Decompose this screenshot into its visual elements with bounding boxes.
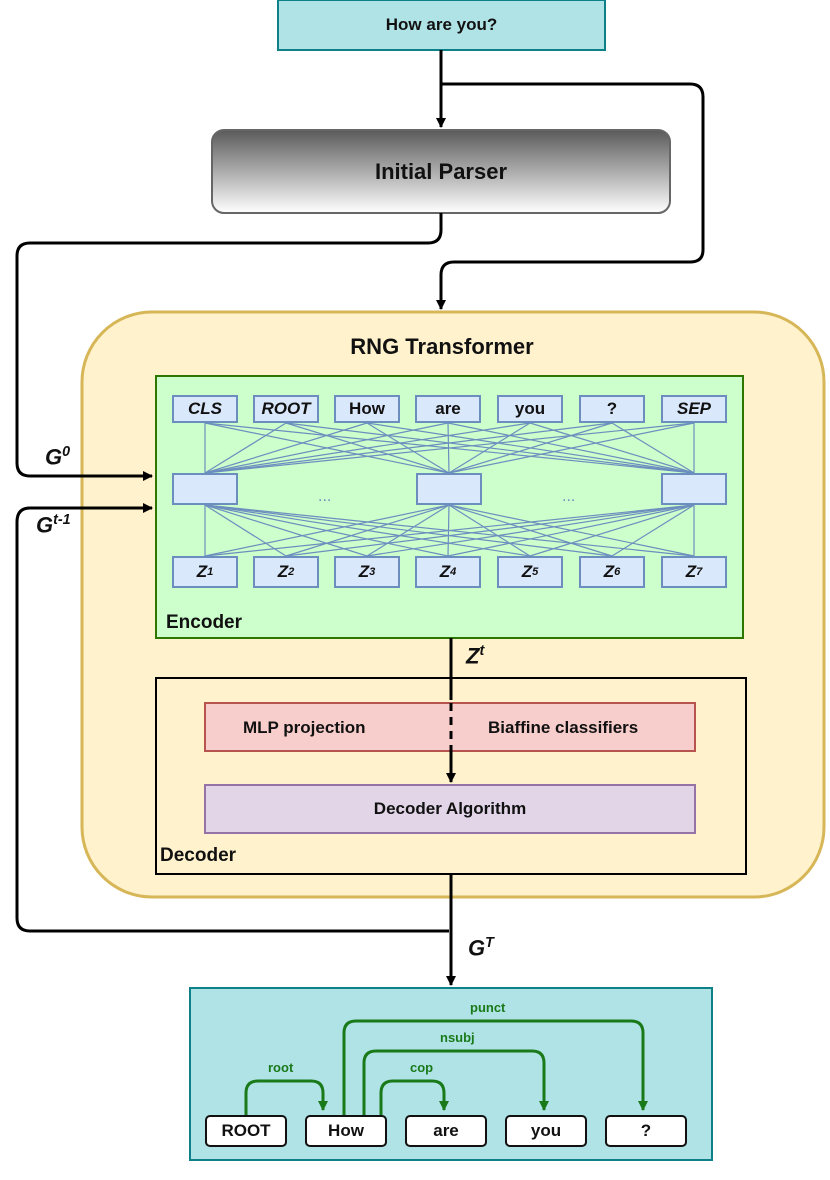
dependency-arcs bbox=[244, 1019, 648, 1115]
rng-title: RNG Transformer bbox=[350, 334, 534, 359]
label-zt-sup: t bbox=[479, 643, 485, 659]
arc-nsubj bbox=[362, 1049, 549, 1115]
encoder-label: Encoder bbox=[166, 612, 243, 633]
encoder-output-base: Z bbox=[685, 562, 697, 581]
encoder-output-sub: 1 bbox=[207, 566, 214, 578]
arc-label-cop: cop bbox=[410, 1060, 434, 1075]
encoder-hidden-node bbox=[172, 473, 238, 505]
encoder-output-sub: 4 bbox=[450, 566, 457, 578]
encoder-connection-line bbox=[448, 504, 613, 557]
encoder-connection-line bbox=[448, 422, 531, 474]
flow-arrows bbox=[15, 50, 705, 986]
encoder-token: SEP bbox=[661, 395, 727, 423]
encoder-output-sub: 2 bbox=[288, 566, 295, 578]
label-zt-base: Z bbox=[466, 643, 480, 669]
encoder-output-base: Z bbox=[277, 562, 289, 581]
input-text: How are you? bbox=[385, 15, 498, 34]
label-g0-base: G bbox=[45, 444, 63, 470]
encoder-connection-line bbox=[529, 504, 695, 557]
encoder-connection-line bbox=[204, 504, 449, 557]
encoder-output-sub: 5 bbox=[532, 566, 539, 578]
encoder-ellipsis-left: ... bbox=[318, 488, 332, 505]
arc-label-punct: punct bbox=[470, 1000, 506, 1015]
biaffine-label: Biaffine classifiers bbox=[488, 718, 639, 737]
label-gt1: Gt-1 bbox=[36, 512, 71, 538]
encoder-output-base: Z bbox=[358, 562, 370, 581]
tree-word-how: How bbox=[305, 1115, 387, 1147]
encoder-token: are bbox=[415, 395, 481, 423]
encoder-connection-line bbox=[204, 504, 368, 557]
tree-word-qmark: ? bbox=[605, 1115, 687, 1147]
encoder-connection-line bbox=[611, 504, 695, 557]
decoder-label: Decoder bbox=[160, 845, 237, 866]
tree-word-root: ROOT bbox=[205, 1115, 287, 1147]
arrow-g0 bbox=[15, 213, 443, 481]
encoder-connection-line bbox=[204, 504, 613, 557]
encoder-connection-line bbox=[204, 422, 449, 474]
arrow-gt1 bbox=[15, 503, 449, 933]
label-g0-sup: 0 bbox=[62, 444, 71, 460]
encoder-connection-line bbox=[204, 422, 695, 474]
encoder-connection-line bbox=[204, 422, 368, 474]
arrow-input-to-rng bbox=[436, 82, 705, 310]
encoder-output-sub: 6 bbox=[614, 566, 621, 578]
encoder-connection-line bbox=[204, 422, 287, 474]
encoder-connection-line bbox=[204, 504, 287, 557]
encoder-connection-line bbox=[448, 504, 695, 557]
encoder-connection-line bbox=[204, 422, 613, 474]
encoder-connections bbox=[204, 422, 695, 557]
encoder-output-sub: 3 bbox=[369, 566, 376, 578]
label-zt: Zt bbox=[466, 643, 484, 669]
encoder-output-sub: 7 bbox=[696, 566, 703, 578]
arc-punct bbox=[342, 1019, 648, 1115]
arc-cop bbox=[379, 1079, 449, 1115]
encoder-connection-line bbox=[448, 504, 531, 557]
encoder-output-base: Z bbox=[439, 562, 451, 581]
encoder-connection-line bbox=[204, 422, 531, 474]
encoder-hidden-node bbox=[416, 473, 482, 505]
encoder-connection-line bbox=[448, 422, 613, 474]
label-gT-sup: T bbox=[485, 935, 494, 951]
label-gt1-sup: t-1 bbox=[53, 512, 71, 528]
decoder-algorithm-label: Decoder Algorithm bbox=[373, 799, 527, 818]
arc-label-nsubj: nsubj bbox=[440, 1030, 475, 1045]
tree-word-you: you bbox=[505, 1115, 587, 1147]
label-g0: G0 bbox=[45, 444, 70, 470]
input-box bbox=[277, 0, 606, 51]
encoder-token: CLS bbox=[172, 395, 238, 423]
arc-root bbox=[244, 1079, 328, 1115]
encoder-output-base: Z bbox=[521, 562, 533, 581]
label-gT: GT bbox=[468, 935, 494, 961]
encoder-ellipsis-right: ... bbox=[562, 488, 576, 505]
encoder-connection-line bbox=[611, 422, 695, 474]
tree-word-are: are bbox=[405, 1115, 487, 1147]
encoder-token: How bbox=[334, 395, 400, 423]
encoder-connection-line bbox=[448, 422, 695, 474]
parser-label: Initial Parser bbox=[374, 158, 508, 184]
label-gT-base: G bbox=[468, 935, 486, 961]
arc-label-root: root bbox=[268, 1060, 294, 1075]
encoder-output-base: Z bbox=[603, 562, 615, 581]
encoder-connection-line bbox=[204, 504, 531, 557]
encoder-connection-line bbox=[529, 422, 695, 474]
encoder-token: ? bbox=[579, 395, 645, 423]
encoder-connection-line bbox=[204, 504, 695, 557]
mlp-label: MLP projection bbox=[243, 718, 366, 737]
label-gt1-base: G bbox=[36, 512, 54, 538]
encoder-output-base: Z bbox=[196, 562, 208, 581]
decoder-algorithm-bar bbox=[204, 784, 696, 834]
encoder-token: you bbox=[497, 395, 563, 423]
encoder-hidden-node bbox=[661, 473, 727, 505]
encoder-token: ROOT bbox=[253, 395, 319, 423]
